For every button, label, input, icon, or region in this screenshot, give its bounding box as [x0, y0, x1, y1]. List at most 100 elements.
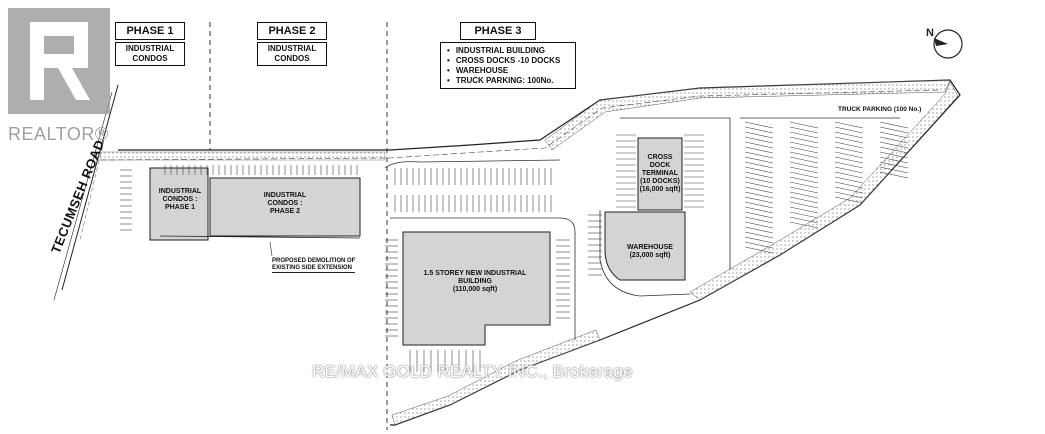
- stall-line: [789, 196, 819, 204]
- stall-line: [744, 171, 774, 179]
- label-cross-dock: CROSS DOCK TERMINAL (10 DOCKS) (16,000 s…: [639, 154, 681, 193]
- stall-line: [834, 136, 864, 144]
- stall-line: [834, 141, 864, 149]
- stall-line: [744, 201, 774, 209]
- stall-line: [879, 121, 909, 129]
- brokerage-watermark: RE/MAX GOLD REALTY INC., Brokerage: [312, 362, 633, 381]
- phase-3-item: WAREHOUSE: [447, 66, 569, 76]
- stall-line: [834, 181, 864, 189]
- stall-line: [744, 206, 774, 214]
- loading-dock-stalls: [409, 134, 704, 372]
- truck-parking-label: TRUCK PARKING (100 No.): [838, 106, 922, 113]
- stall-line: [789, 186, 819, 194]
- stall-line: [834, 186, 864, 194]
- stall-line: [879, 171, 909, 179]
- stall-line: [744, 146, 774, 154]
- phase-3-item: CROSS DOCKS -10 DOCKS: [447, 56, 569, 66]
- label-industrial-building: 1.5 STOREY NEW INDUSTRIAL BUILDING (110,…: [423, 270, 527, 293]
- stall-line: [744, 136, 774, 144]
- stall-line: [789, 201, 819, 209]
- warehouse-curb: [599, 210, 691, 297]
- realtor-text: REALTOR®: [8, 124, 109, 144]
- stall-line: [744, 231, 774, 239]
- landscape-strip-south: [391, 329, 601, 426]
- stall-line: [789, 121, 819, 129]
- stall-line: [744, 196, 774, 204]
- stall-line: [834, 176, 864, 184]
- stall-line: [789, 131, 819, 139]
- building-industrial: [402, 231, 551, 346]
- label-condos-phase1: INDUSTRIAL CONDOS : PHASE 1: [158, 188, 202, 211]
- stall-line: [834, 131, 864, 139]
- phase-3-title: PHASE 3: [460, 22, 536, 40]
- building-condos-phase1: [149, 167, 209, 241]
- stall-line: [744, 156, 774, 164]
- label-warehouse: WAREHOUSE (23,000 sqft): [627, 244, 673, 259]
- stall-line: [744, 166, 774, 174]
- stall-line: [834, 166, 864, 174]
- stall-line: [744, 246, 774, 254]
- building-cross-dock: [637, 137, 683, 211]
- road-edge-1: [61, 84, 119, 291]
- stall-line: [744, 131, 774, 139]
- stall-line: [789, 141, 819, 149]
- stall-line: [744, 216, 774, 224]
- realtor-logo-icon: [8, 8, 110, 114]
- label-condos-phase2: INDUSTRIAL CONDOS : PHASE 2: [263, 192, 307, 215]
- stall-line: [789, 166, 819, 174]
- stall-line: [879, 141, 909, 149]
- realtor-logo: REALTOR®: [8, 8, 110, 144]
- stall-line: [879, 131, 909, 139]
- building-warehouse: [604, 211, 686, 281]
- stall-line: [744, 226, 774, 234]
- stall-line: [789, 136, 819, 144]
- stall-line: [834, 126, 864, 134]
- drive-aisle-curb-2: [390, 217, 576, 340]
- drive-aisle-curb-1: [384, 159, 561, 169]
- stall-line: [744, 181, 774, 189]
- phase-2-title: PHASE 2: [257, 22, 327, 40]
- stall-line: [789, 191, 819, 199]
- stall-line: [744, 236, 774, 244]
- stall-line: [789, 151, 819, 159]
- stall-line: [834, 146, 864, 154]
- stall-line: [744, 221, 774, 229]
- drive-aisle-curb-3: [620, 117, 731, 270]
- stall-line: [744, 191, 774, 199]
- parking-stalls: [120, 165, 570, 337]
- stall-line: [789, 156, 819, 164]
- demolition-note: PROPOSED DEMOLITION OF EXISTING SIDE EXT…: [272, 258, 356, 273]
- north-arrow-icon: N: [926, 24, 964, 62]
- stall-line: [834, 156, 864, 164]
- stall-line: [789, 146, 819, 154]
- stall-line: [789, 211, 819, 219]
- stall-line: [789, 181, 819, 189]
- existing-extension: [159, 235, 361, 239]
- north-label: N: [926, 27, 934, 39]
- stall-line: [879, 156, 909, 164]
- stall-line: [744, 161, 774, 169]
- stall-line: [789, 221, 819, 229]
- stall-line: [789, 161, 819, 169]
- stall-line: [879, 151, 909, 159]
- stall-line: [744, 186, 774, 194]
- stall-line: [744, 241, 774, 249]
- stall-line: [744, 141, 774, 149]
- stall-line: [744, 151, 774, 159]
- stall-line: [834, 191, 864, 199]
- stall-line: [834, 171, 864, 179]
- stall-line: [744, 211, 774, 219]
- landscape-strip-north: [544, 79, 951, 151]
- stall-line: [879, 166, 909, 174]
- stall-line: [744, 176, 774, 184]
- stall-line: [834, 161, 864, 169]
- road-edge-2: [53, 91, 113, 301]
- phase-3-item: INDUSTRIAL BUILDING: [447, 46, 569, 56]
- stall-line: [879, 146, 909, 154]
- phase-3-items: INDUSTRIAL BUILDING CROSS DOCKS -10 DOCK…: [440, 42, 576, 89]
- stall-line: [789, 206, 819, 214]
- stall-line: [789, 216, 819, 224]
- phase-2-description: INDUSTRIAL CONDOS: [257, 42, 327, 66]
- stall-line: [789, 171, 819, 179]
